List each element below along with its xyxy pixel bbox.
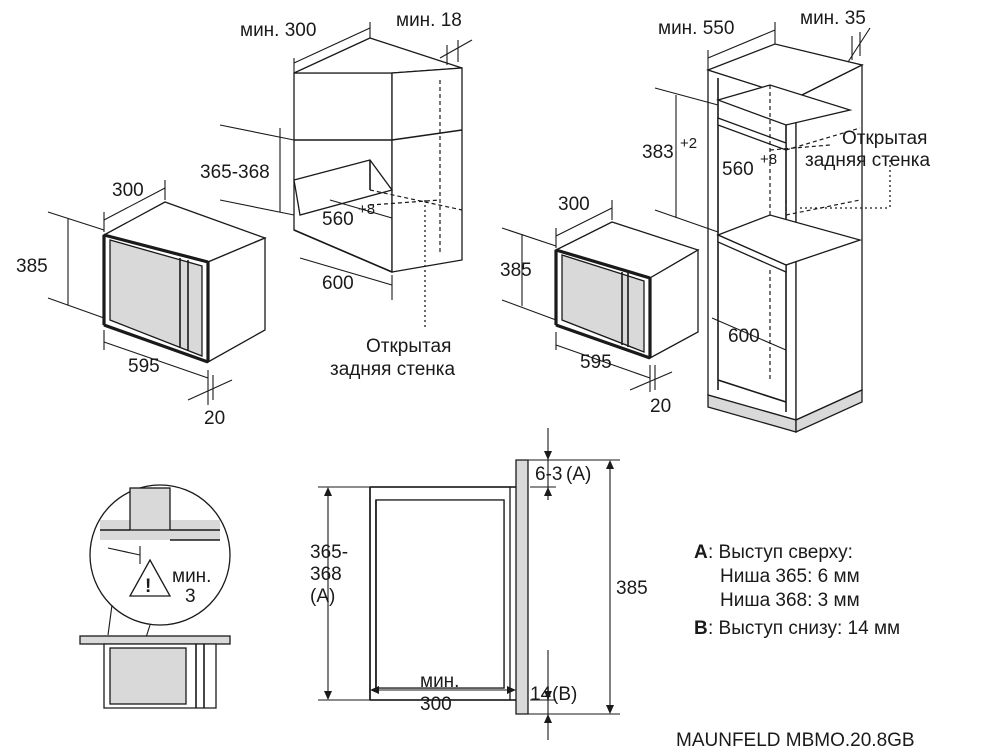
open-back-label-2: задняя стенка: [330, 359, 455, 380]
dim-560-left: 560: [322, 209, 354, 230]
wall-cabinet-dimensions: мин. 300 мин. 18 365-368 560 +8 600 Откр…: [200, 10, 473, 380]
dim-A-side: (A): [310, 586, 335, 607]
warning-icon: !: [145, 576, 151, 597]
legend-A-line1: Ниша 365: 6 мм: [720, 566, 860, 587]
dim-385-side: 385: [616, 578, 648, 599]
microwave-right-dimensions: 300 385 595 20: [500, 194, 673, 417]
dim-600-left: 600: [322, 273, 354, 294]
dim-383-tol: +2: [680, 135, 697, 152]
dim-595-right: 595: [580, 352, 612, 373]
open-back-right-2: задняя стенка: [805, 150, 930, 171]
dim-min300-top: мин. 300: [240, 20, 316, 41]
dim-300-right: 300: [558, 194, 590, 215]
detail-view: ! мин. 3: [79, 484, 231, 709]
wall-cabinet-niche: [293, 37, 463, 330]
dim-min550: мин. 550: [658, 18, 734, 39]
legend-A-key: A: [694, 542, 708, 563]
dim-20-right: 20: [650, 396, 671, 417]
legend-B-key: B: [694, 618, 708, 639]
detail-min-label: мин.: [172, 566, 211, 587]
dim-20-left: 20: [204, 408, 225, 429]
legend: A : Выступ сверху: Ниша 365: 6 мм Ниша 3…: [694, 542, 900, 639]
legend-A-line2: Ниша 368: 3 мм: [720, 590, 860, 611]
dim-min-bottom: мин.: [420, 671, 459, 692]
tall-cabinet-dimensions: мин. 550 мин. 35 383 +2 560 +8 Открытая …: [642, 8, 930, 351]
legend-B-text: : Выступ снизу: 14 мм: [708, 618, 900, 639]
dim-14: 14: [530, 684, 552, 705]
tall-cabinet-niche: [706, 43, 891, 434]
detail-3-label: 3: [185, 586, 196, 607]
dim-365-368-top: 365-368: [200, 162, 270, 183]
dim-min18: мин. 18: [396, 10, 462, 31]
dim-300-bottom: 300: [420, 694, 452, 715]
dim-600-right: 600: [728, 326, 760, 347]
dim-6-3-A: (A): [566, 464, 591, 485]
model-name: MAUNFELD MBMO.20.8GB: [676, 730, 915, 750]
open-back-right-1: Открытая: [842, 128, 927, 149]
legend-A-text: : Выступ сверху:: [708, 542, 853, 563]
dim-383: 383: [642, 142, 674, 163]
dim-595-left: 595: [128, 356, 160, 377]
side-section: 365- 368 (A) 6-3 (A) 385 14 (B) мин. 300: [310, 428, 648, 740]
dim-368-side: 368: [310, 564, 342, 585]
dim-6-3: 6-3: [535, 464, 562, 485]
dim-14-B: (B): [552, 684, 577, 705]
dim-560-right: 560: [722, 159, 754, 180]
dim-385-left: 385: [16, 256, 48, 277]
dim-560-right-tol: +8: [760, 151, 777, 168]
dim-560-left-tol: +8: [358, 201, 375, 218]
microwave-right: [554, 221, 700, 360]
dim-365-side: 365-: [310, 542, 348, 563]
dim-300-left: 300: [112, 180, 144, 201]
dim-min35: мин. 35: [800, 8, 866, 29]
dim-385-right: 385: [500, 260, 532, 281]
open-back-label-1: Открытая: [366, 336, 451, 357]
microwave-left-dimensions: 300 385 595 20: [16, 180, 233, 429]
microwave-left: [102, 201, 267, 364]
